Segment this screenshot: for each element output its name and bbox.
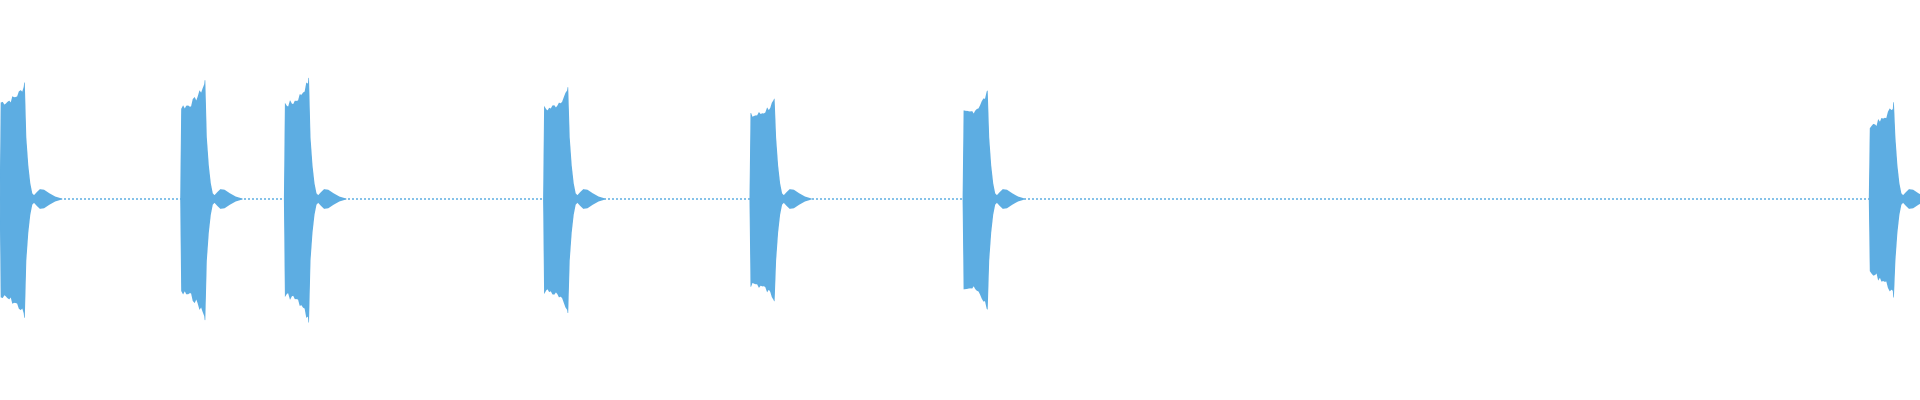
waveform-burst-2 bbox=[180, 80, 244, 321]
waveform-burst-6 bbox=[962, 90, 1026, 310]
waveform-burst-1 bbox=[0, 82, 63, 318]
waveform-burst-4 bbox=[543, 87, 607, 314]
waveform-burst-7 bbox=[1868, 102, 1920, 298]
waveform-burst-3 bbox=[283, 77, 348, 323]
waveform-events bbox=[0, 77, 1920, 323]
waveform-burst-5 bbox=[749, 98, 813, 302]
